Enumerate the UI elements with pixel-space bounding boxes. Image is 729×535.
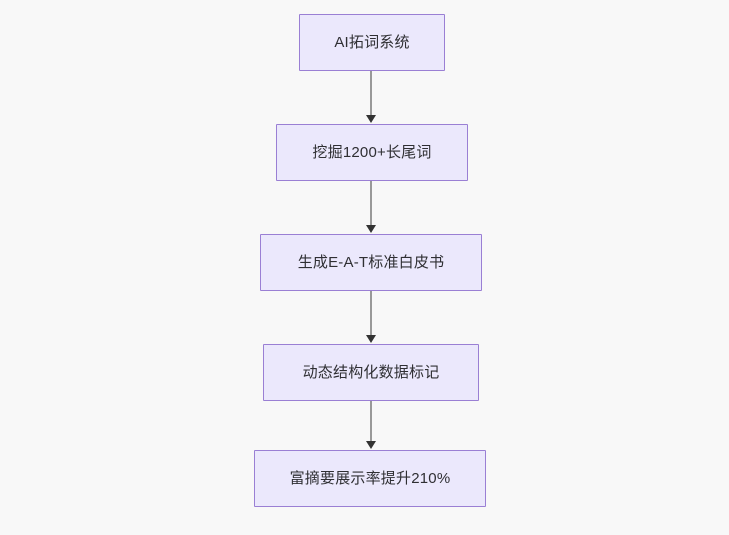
flowchart-edge-connector <box>370 291 372 337</box>
flowchart-node-generate-eat-whitepaper[interactable]: 生成E-A-T标准白皮书 <box>260 234 482 291</box>
flowchart-edge-connector <box>370 71 372 117</box>
flowchart-node-label: AI拓词系统 <box>334 34 410 51</box>
flowchart-node-label: 动态结构化数据标记 <box>302 364 440 381</box>
arrow-down-icon <box>366 225 376 233</box>
flowchart-node-dynamic-structured-data-markup[interactable]: 动态结构化数据标记 <box>263 344 479 401</box>
arrow-down-icon <box>366 115 376 123</box>
arrow-down-icon <box>366 441 376 449</box>
flowchart-node-label: 生成E-A-T标准白皮书 <box>297 254 445 271</box>
flowchart-node-rich-snippet-impression-lift[interactable]: 富摘要展示率提升210% <box>254 450 486 507</box>
arrow-down-icon <box>366 335 376 343</box>
flowchart-edge-connector <box>370 401 372 443</box>
flowchart-edge-connector <box>370 181 372 227</box>
flowchart-node-ai-keyword-system[interactable]: AI拓词系统 <box>299 14 445 71</box>
flowchart-node-mine-longtail-keywords[interactable]: 挖掘1200+长尾词 <box>276 124 468 181</box>
flowchart-node-label: 富摘要展示率提升210% <box>289 470 451 487</box>
flowchart-node-label: 挖掘1200+长尾词 <box>312 144 432 161</box>
